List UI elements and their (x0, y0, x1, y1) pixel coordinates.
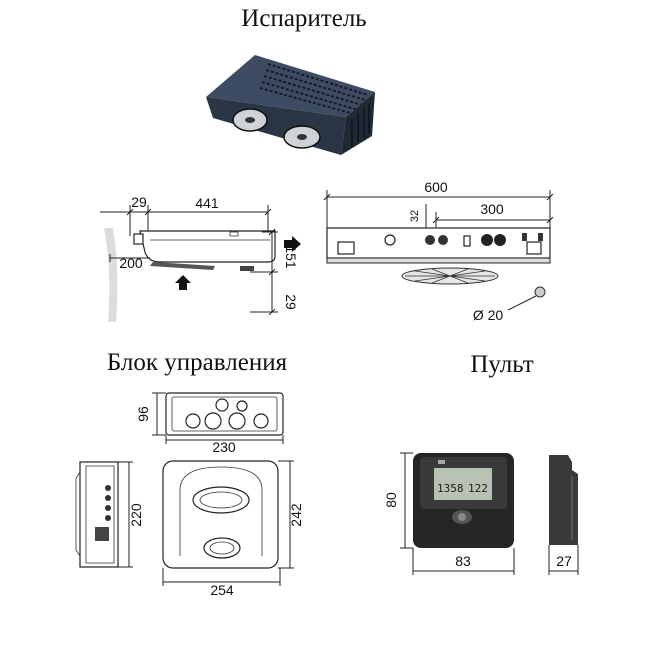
dim-offset-label: 200 (119, 255, 143, 271)
offset-dimension-line (109, 254, 150, 262)
front-terminal-1 (522, 233, 527, 241)
control-front-gland-inner (209, 541, 235, 555)
dim-half-width-label: 300 (480, 201, 504, 217)
remote-title: Пульт (470, 351, 533, 378)
evaporator-front-body (326, 227, 551, 259)
remote-width-dimension (412, 548, 515, 575)
control-block-title: Блок управления (107, 349, 288, 376)
control-top-height-dimension (152, 392, 166, 436)
front-port-4 (481, 234, 493, 246)
height-dimension-lines (250, 228, 278, 316)
control-front-width-dimension (162, 568, 281, 586)
evaporator-side-view: 29 441 200 151 29 (100, 194, 301, 322)
control-side-switch (95, 527, 109, 541)
front-port-1 (384, 234, 396, 246)
front-port-5 (494, 234, 506, 246)
control-front-height-dimension (278, 460, 294, 569)
fan-guard-spokes (405, 268, 495, 284)
remote-depth-dimension (548, 545, 579, 575)
airflow-in-arrow-icon (175, 275, 191, 290)
front-port-3 (438, 235, 448, 245)
control-top-width-dimension (165, 435, 284, 444)
dim-control-top-width: 230 (212, 439, 236, 455)
drain-leader-line (507, 295, 537, 311)
left-bracket (337, 241, 355, 255)
control-front-window (192, 486, 250, 514)
width-dimension-lines (323, 190, 554, 228)
evaporator-fan-left-hub (245, 117, 255, 123)
dim-control-side-height: 220 (128, 503, 144, 527)
half-width-dimension-lines (432, 212, 554, 232)
control-block-side-view: 220 (75, 461, 144, 568)
dim-drain-diameter-label: Ø 20 (473, 307, 504, 323)
control-block-front-view: 242 254 (162, 460, 304, 598)
control-side-port-4 (105, 515, 111, 521)
evaporator-side-slots (351, 104, 370, 146)
control-front-window-inner (199, 491, 243, 509)
dim-control-front-width: 254 (210, 582, 234, 598)
evaporator-side-details (150, 231, 270, 241)
cable-gland-1 (185, 413, 201, 429)
front-terminal-2 (538, 233, 543, 241)
dim-remote-height: 80 (383, 492, 399, 508)
dim-remote-width: 83 (455, 553, 471, 569)
cable-gland-6 (236, 400, 248, 412)
cable-gland-4 (253, 413, 269, 429)
drain-outlet-icon (534, 286, 546, 298)
remote-display-temperature: 122 (468, 482, 488, 495)
remote-display-time: 1358 (437, 482, 464, 495)
control-side-port-1 (105, 485, 111, 491)
bottom-plate (150, 262, 215, 270)
evaporator-title: Испаритель (241, 5, 366, 32)
front-connector (463, 235, 471, 247)
wall-bracket (133, 233, 144, 245)
remote-logo (438, 460, 445, 464)
right-bracket (526, 241, 542, 255)
dim-depth-label: 441 (195, 195, 219, 211)
remote-height-dimension (400, 452, 413, 549)
control-top-inner (171, 396, 278, 432)
cable-gland-5 (215, 398, 229, 412)
control-block-top-view: 96 230 (135, 392, 284, 455)
control-side-height-dimension (118, 461, 133, 568)
evaporator-front-view: 600 300 32 Ø 20 (323, 179, 554, 323)
dim-bracket-label: 29 (131, 194, 147, 210)
remote-side-body (549, 455, 578, 545)
dim-width-label: 600 (424, 179, 448, 195)
dim-height-label: 151 (283, 245, 299, 269)
evaporator-grille (259, 63, 369, 115)
control-front-arch (179, 466, 263, 556)
evaporator-side-body (139, 230, 276, 263)
remote-lcd-screen (434, 468, 492, 500)
evaporator-fan-right-hub (297, 134, 307, 140)
side-view-top-dimension-lines (100, 205, 272, 236)
dim-drain-label: 29 (283, 294, 299, 310)
cable-gland-3 (228, 412, 246, 430)
cable-gland-2 (204, 412, 222, 430)
airflow-out-arrow-icon (284, 236, 301, 252)
control-side-port-2 (105, 495, 111, 501)
remote-side-view: 27 (548, 455, 579, 575)
dim-top-label: 32 (409, 210, 421, 222)
control-side-port-3 (105, 505, 111, 511)
remote-front-view: 1358 122 80 83 (383, 452, 515, 575)
mounting-wall (104, 228, 118, 322)
evaporator-3d-image (206, 55, 375, 155)
evaporator-top-face (206, 55, 375, 117)
dim-control-front-height: 242 (288, 503, 304, 527)
remote-button-center (458, 513, 466, 521)
front-port-2 (425, 235, 435, 245)
dim-control-top-height: 96 (135, 406, 151, 422)
control-front-gland (203, 537, 241, 559)
control-side-outline (75, 465, 115, 564)
dim-remote-depth: 27 (556, 553, 572, 569)
drain-pipe (240, 266, 254, 271)
evaporator-front-tray (326, 257, 551, 264)
control-front-body (162, 460, 279, 569)
